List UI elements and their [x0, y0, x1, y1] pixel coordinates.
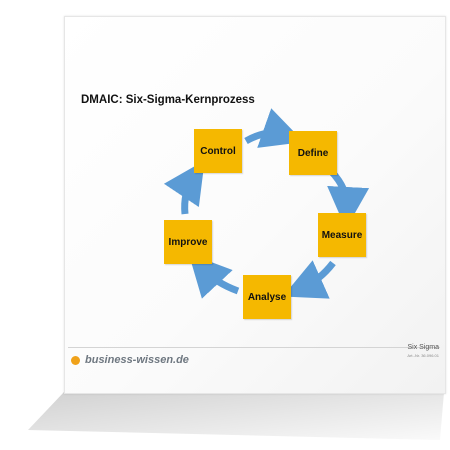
arrow-measure-to-analyse: [282, 260, 336, 299]
arrow-define-to-measure: [327, 168, 370, 229]
document-page: DMAIC: Six-Sigma-Kernprozess Control Def…: [64, 16, 446, 394]
stage-improve: Improve: [164, 220, 212, 264]
diagram-title: DMAIC: Six-Sigma-Kernprozess: [81, 94, 255, 106]
footer-topic: Six Sigma: [407, 344, 439, 351]
stage-control: Control: [194, 129, 242, 173]
footer-divider: [68, 347, 440, 348]
dmaic-cycle-diagram: [163, 108, 370, 299]
brand-logo: business-wissen.de: [71, 353, 189, 367]
stage-measure: Measure: [318, 213, 366, 257]
arrow-improve-to-control: [163, 160, 205, 215]
arrow-control-to-define: [244, 108, 304, 148]
arrow-analyse-to-improve: [188, 253, 240, 299]
footer-article-number: Art.-Nr. 36.096.01: [407, 353, 439, 358]
stage-define: Define: [289, 131, 337, 175]
brand-dot-icon: [71, 355, 80, 365]
stage-analyse: Analyse: [243, 275, 291, 319]
brand-name: business-wissen.de: [85, 354, 189, 366]
